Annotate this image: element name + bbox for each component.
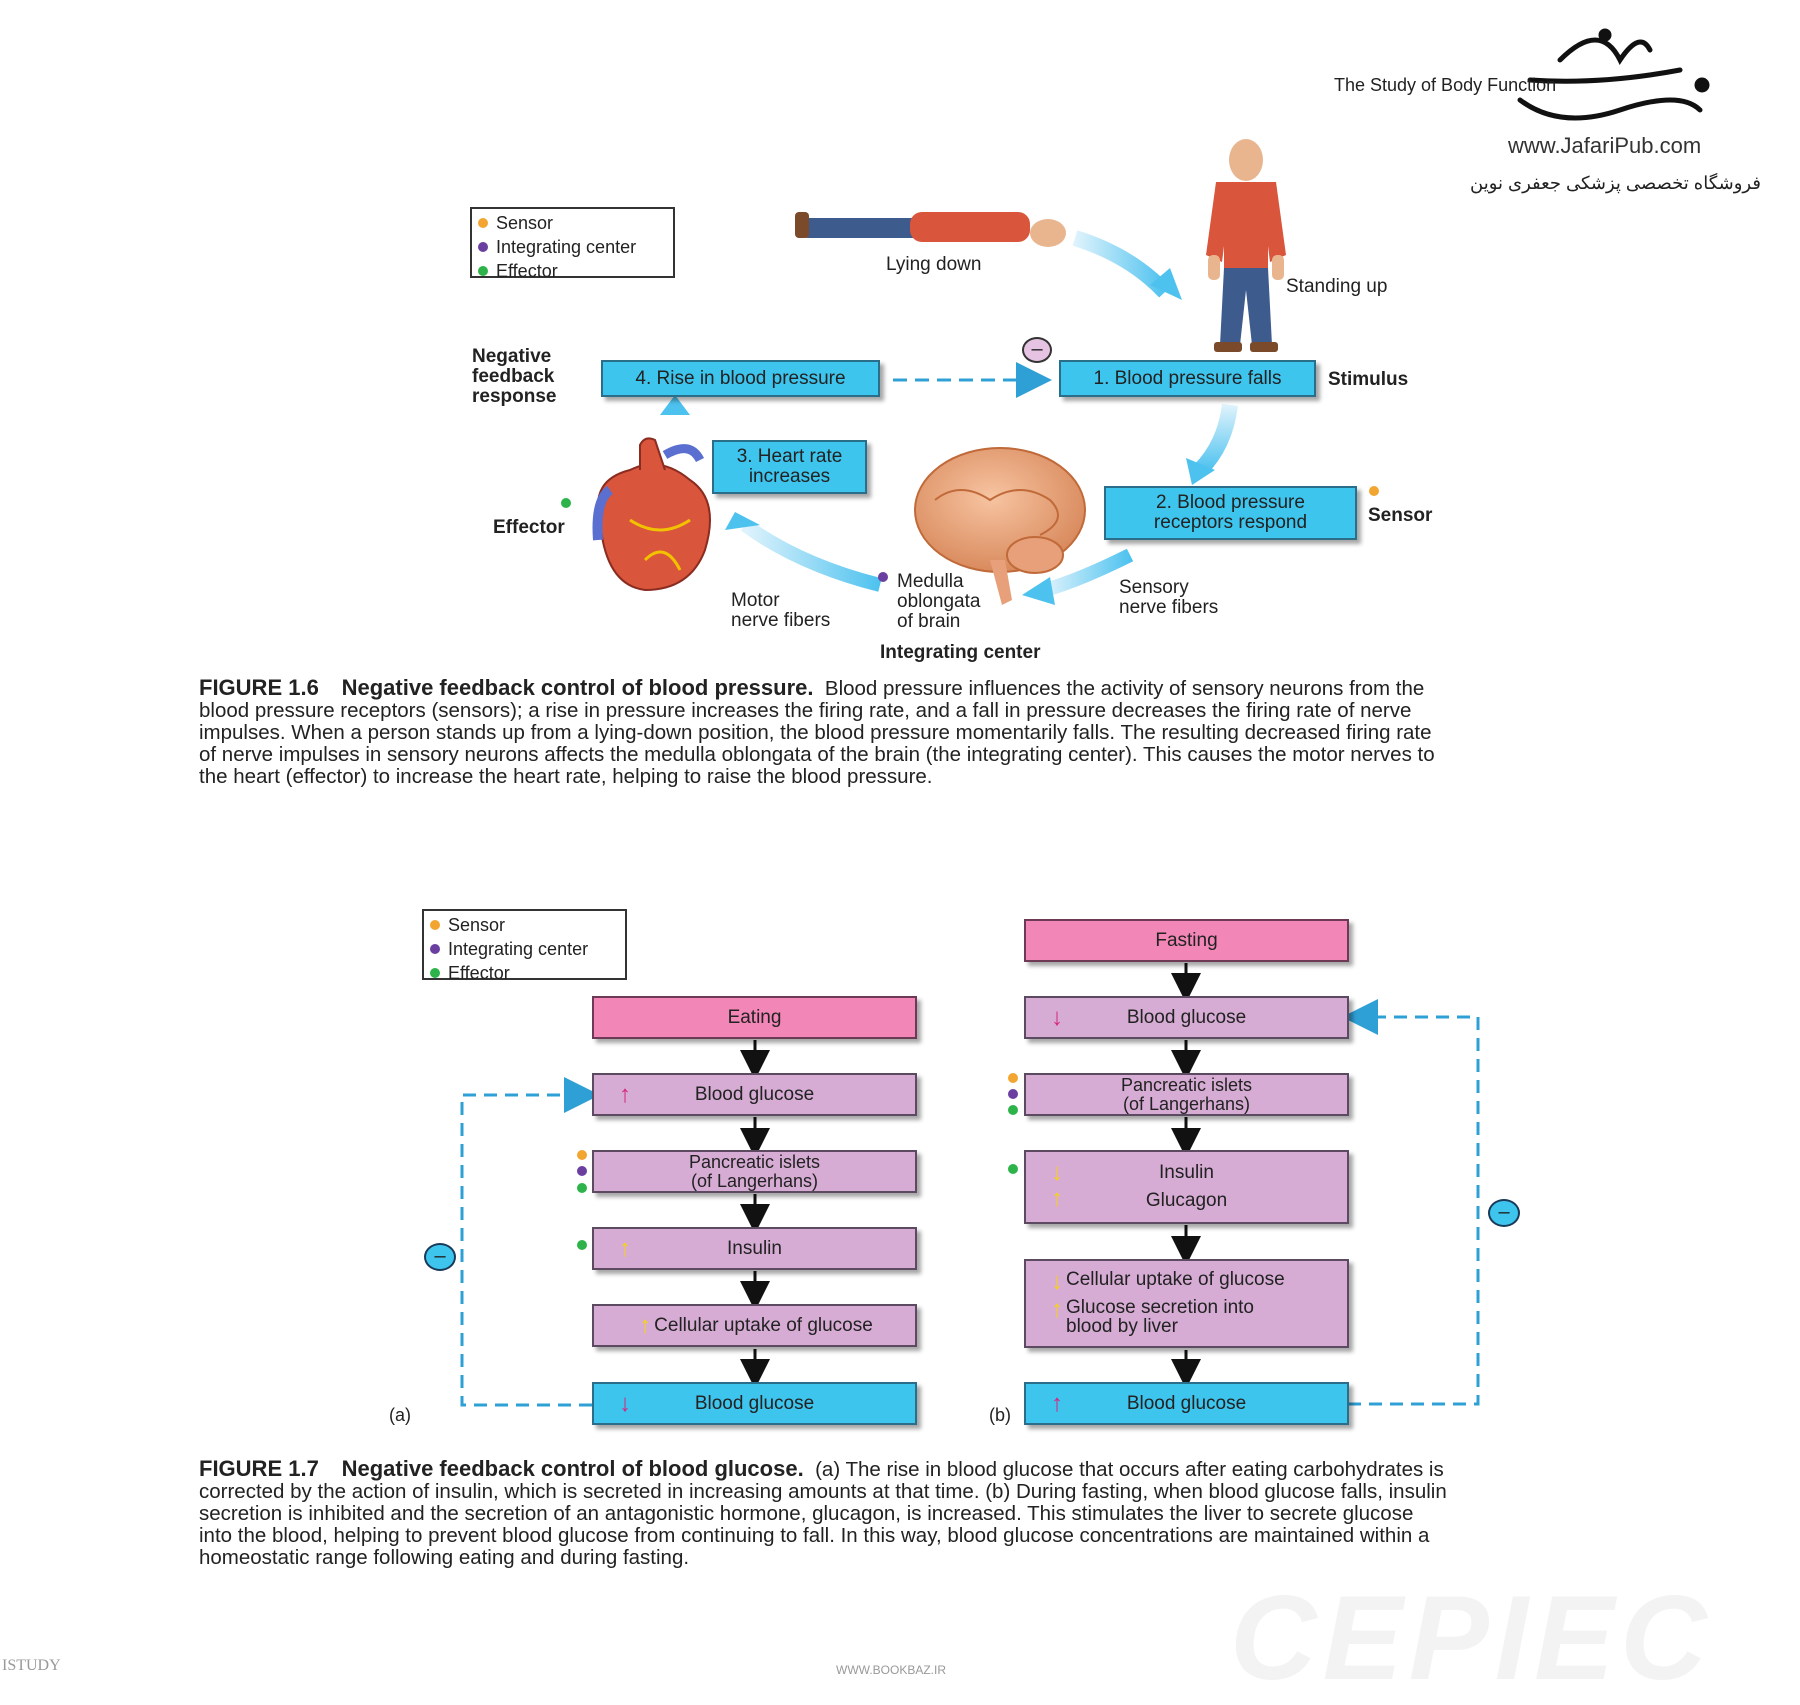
figure-1-6-caption: FIGURE 1.6 Negative feedback control of … — [199, 675, 1435, 788]
feedback-loop-a — [460, 1077, 600, 1407]
figure-1-7-caption: FIGURE 1.7 Negative feedback control of … — [199, 1456, 1447, 1569]
up-arrow-icon: ↑ — [1051, 1389, 1063, 1417]
minus-sign-fig17a: – — [424, 1243, 456, 1271]
pancreatic-islets-box-b: Pancreatic islets(of Langerhans) — [1024, 1073, 1349, 1116]
blood-glucose-rise-box-a: ↑ Blood glucose — [592, 1073, 917, 1116]
effector-marker — [577, 1183, 587, 1193]
minus-sign-fig17b: – — [1488, 1199, 1520, 1227]
publisher-url: www.JafariPub.com — [1508, 133, 1702, 158]
insulin-glucagon-box-b: ↓ ↑ Insulin Glucagon — [1024, 1150, 1349, 1224]
legend-integrating-center: Integrating center — [496, 236, 637, 257]
sensor-marker — [577, 1150, 587, 1160]
eating-box: Eating — [592, 996, 917, 1039]
legend-integrating-center: Integrating center — [448, 938, 589, 959]
down-arrow-icon: ↓ — [1051, 1159, 1063, 1186]
sensor-dot — [430, 920, 440, 930]
blood-glucose-fall-box-b: ↓ Blood glucose — [1024, 996, 1349, 1039]
panel-a-label: (a) — [389, 1405, 411, 1425]
publisher-logo — [1517, 28, 1710, 121]
footer-center: WWW.BOOKBAZ.IR — [836, 1663, 946, 1677]
effector-marker — [577, 1240, 587, 1250]
standing-up-label: Standing up — [1286, 276, 1388, 297]
up-arrow-icon: ↑ — [1051, 1296, 1063, 1323]
running-title: The Study of Body Function — [1334, 75, 1557, 95]
down-arrow-icon: ↓ — [619, 1389, 631, 1417]
up-arrow-icon: ↑ — [619, 1234, 631, 1262]
pancreatic-islets-box-a: Pancreatic islets(of Langerhans) — [592, 1150, 917, 1193]
legend-effector: Effector — [448, 962, 510, 983]
sensor-marker — [1369, 486, 1379, 496]
integrating-center-dot — [478, 242, 488, 252]
lying-person-illustration — [795, 212, 1066, 247]
stimulus-label: Stimulus — [1328, 369, 1409, 390]
effector-marker — [1008, 1164, 1018, 1174]
glucagon-label-b: Glucagon — [1145, 1190, 1228, 1211]
lying-down-label: Lying down — [886, 254, 982, 275]
motor-nerve-arrow — [740, 519, 882, 592]
blood-glucose-fall-box-a: ↓ Blood glucose — [592, 1382, 917, 1425]
down-arrow-icon: ↓ — [1051, 1003, 1063, 1031]
brain-illustration — [914, 447, 1086, 605]
rise-in-blood-pressure-box: 4. Rise in blood pressure — [601, 360, 880, 397]
sensory-nerve-arrow — [1043, 548, 1134, 597]
down-arrow-icon: ↓ — [1051, 1268, 1063, 1295]
effector-marker — [561, 498, 571, 508]
integrating-center-marker — [878, 572, 888, 582]
standing-person-illustration — [1206, 139, 1286, 352]
fasting-box: Fasting — [1024, 919, 1349, 962]
integrating-center-dot — [430, 944, 440, 954]
effector-marker — [1008, 1105, 1018, 1115]
effector-dot — [478, 266, 488, 276]
cellular-uptake-box-a: ↑ Cellular uptake of glucose — [592, 1304, 917, 1347]
legend-sensor: Sensor — [496, 212, 554, 233]
legend-fig17: Sensor Integrating center Effector — [422, 909, 627, 983]
up-arrow-icon: ↑ — [619, 1080, 631, 1108]
effector-label: Effector — [493, 517, 565, 538]
panel-b-label: (b) — [989, 1405, 1011, 1425]
insulin-label-b: Insulin — [1159, 1162, 1214, 1184]
integrating-center-marker — [577, 1166, 587, 1176]
sensor-dot — [478, 218, 488, 228]
integrating-center-label: Integrating center — [880, 642, 1041, 663]
up-arrow-icon: ↑ — [639, 1311, 652, 1339]
legend-fig16: Sensor Integrating center Effector — [470, 207, 675, 281]
footer-left: ISTUDY — [2, 1657, 61, 1674]
feedback-loop-b — [1342, 999, 1480, 1406]
legend-sensor: Sensor — [448, 914, 506, 935]
insulin-box-a: ↑ Insulin — [592, 1227, 917, 1270]
minus-sign-fig16: – — [1022, 337, 1052, 363]
blood-glucose-rise-box-b: ↑ Blood glucose — [1024, 1382, 1349, 1425]
up-arrow-icon: ↑ — [1051, 1185, 1063, 1212]
blood-pressure-falls-box: 1. Blood pressure falls — [1059, 360, 1316, 397]
watermark: CEPIEC — [1230, 1571, 1713, 1705]
flow-arrow-to-sensor — [1194, 403, 1238, 476]
sensor-label: Sensor — [1368, 505, 1433, 526]
negative-feedback-label: Negative feedback response — [472, 346, 557, 407]
legend-effector: Effector — [496, 260, 558, 281]
publisher-shop-name: فروشگاه تخصصی پزشکی جعفری نوین — [1470, 173, 1761, 193]
sensor-marker — [1008, 1073, 1018, 1083]
integrating-center-marker — [1008, 1089, 1018, 1099]
effector-dot — [430, 968, 440, 978]
uptake-secretion-box-b: ↓ ↑ Cellular uptake of glucose Glucose s… — [1024, 1259, 1349, 1348]
heart-illustration — [592, 437, 711, 592]
